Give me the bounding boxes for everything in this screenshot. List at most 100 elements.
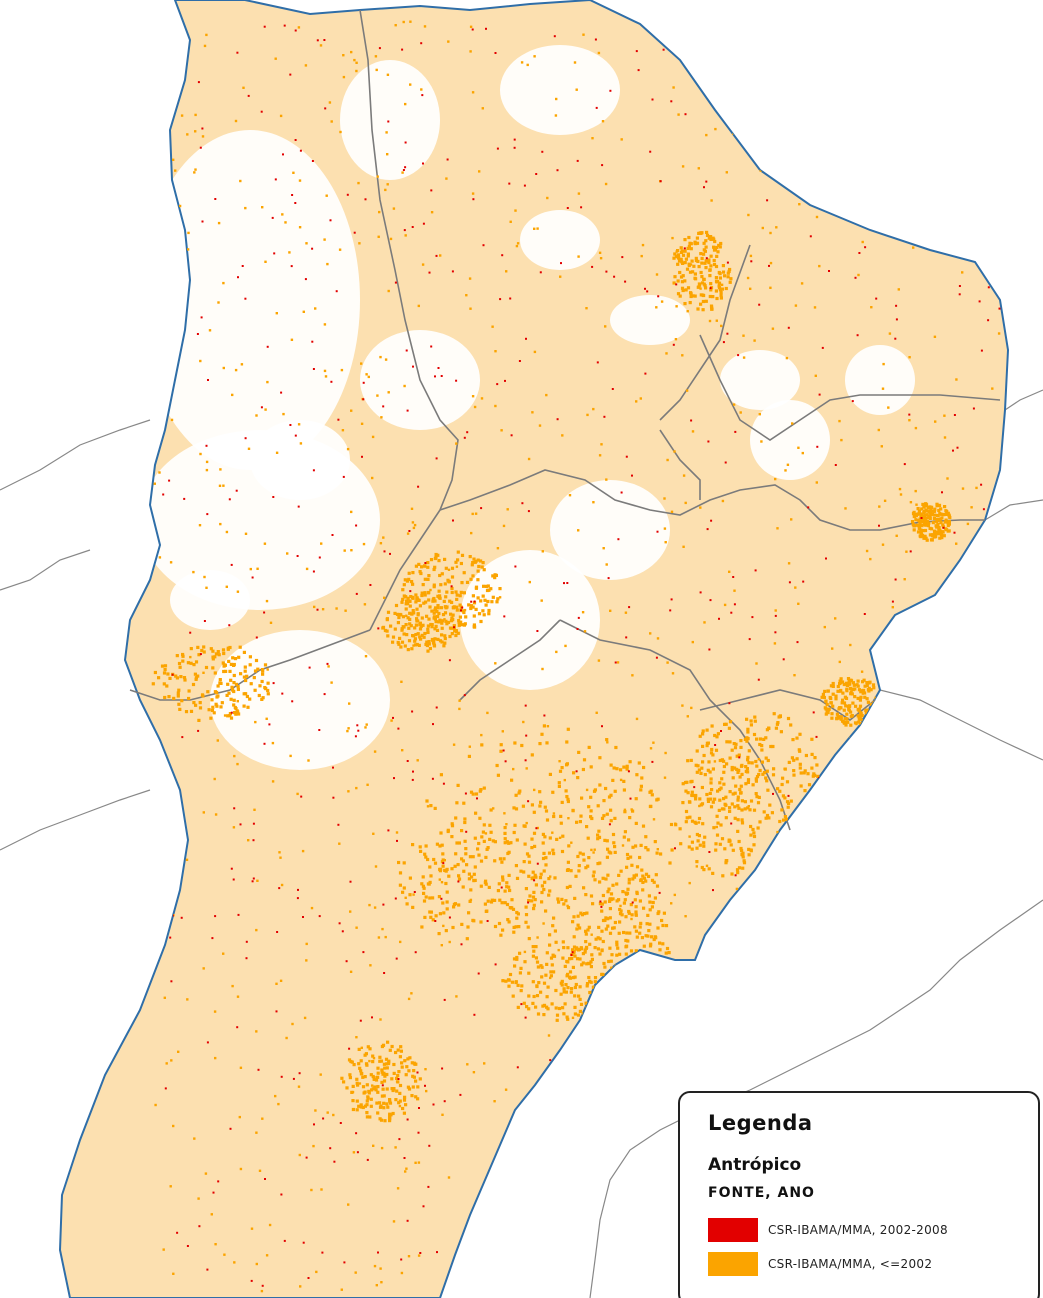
antropico-old-point [407,1087,412,1091]
antropico-old-point [411,521,415,524]
antropico-old-point [880,445,883,448]
antropico-old-point [342,1080,346,1084]
antropico-old-point [429,915,433,919]
antropico-old-point [575,927,579,931]
antropico-recent-point [958,293,961,296]
antropico-old-point [598,756,602,760]
antropico-recent-point [939,1041,941,1044]
antropico-old-point [213,1010,217,1013]
antropico-old-point [454,590,458,594]
antropico-old-point [765,813,770,818]
antropico-old-point [413,643,417,647]
antropico-old-point [174,169,177,172]
antropico-recent-point [596,361,599,364]
antropico-old-point [411,596,415,600]
antropico-old-point [593,878,597,882]
antropico-recent-point [294,29,297,32]
antropico-old-point [641,1015,644,1019]
antropico-old-point [179,675,183,679]
antropico-old-point [723,802,727,806]
antropico-recent-point [271,216,274,219]
antropico-old-point [642,987,646,991]
antropico-recent-point [341,930,344,933]
antropico-old-point [404,595,408,599]
antropico-old-point [634,844,638,848]
antropico-old-point [859,717,863,721]
antropico-old-point [424,600,428,604]
antropico-old-point [602,799,606,803]
antropico-old-point [631,845,635,849]
antropico-old-point [834,77,838,81]
antropico-old-point [430,211,434,214]
antropico-old-point [162,682,166,686]
antropico-old-point [401,588,405,592]
antropico-recent-point [181,736,184,739]
antropico-old-point [376,1085,380,1089]
antropico-old-point [542,869,546,873]
antropico-old-point [469,307,472,310]
antropico-recent-point [987,319,990,322]
antropico-old-point [937,880,940,883]
antropico-old-point [617,1159,620,1162]
antropico-old-point [429,622,433,627]
antropico-old-point [558,836,562,839]
antropico-old-point [214,813,218,816]
antropico-recent-point [852,991,855,994]
antropico-recent-point [527,510,530,513]
antropico-old-point [799,771,803,775]
antropico-recent-point [476,797,478,800]
antropico-old-point [607,795,612,799]
antropico-old-point [425,799,429,803]
antropico-recent-point [432,1103,435,1106]
antropico-old-point [468,855,472,859]
antropico-recent-point [189,631,192,634]
antropico-old-point [855,887,858,890]
antropico-old-point [926,524,930,528]
antropico-old-point [665,946,670,951]
antropico-old-point [442,911,446,915]
antropico-old-point [596,837,600,841]
antropico-old-point [928,861,932,864]
antropico-old-point [198,524,202,527]
antropico-old-point [950,233,953,236]
antropico-old-point [265,1254,269,1257]
antropico-old-point [554,940,558,944]
antropico-old-point [232,681,236,685]
antropico-old-point [611,897,615,901]
antropico-recent-point [854,276,857,279]
antropico-old-point [912,524,916,528]
antropico-old-point [793,674,796,677]
antropico-old-point [455,593,459,597]
antropico-old-point [589,894,594,898]
antropico-old-point [787,760,791,764]
antropico-old-point [848,682,852,686]
antropico-old-point [736,798,740,802]
antropico-recent-point [709,76,712,79]
antropico-old-point [498,587,502,591]
antropico-old-point [477,564,481,569]
antropico-recent-point [875,297,878,300]
antropico-recent-point [669,609,672,612]
antropico-old-point [716,821,720,825]
antropico-old-point [158,471,161,474]
antropico-old-point [553,929,557,933]
antropico-recent-point [513,138,516,141]
antropico-recent-point [847,799,850,802]
antropico-old-point [930,116,933,120]
antropico-old-point [858,698,862,702]
antropico-old-point [365,1115,369,1119]
antropico-old-point [457,623,461,627]
antropico-recent-point [318,915,321,918]
antropico-old-point [380,1068,384,1072]
antropico-old-point [693,294,697,298]
antropico-recent-point [941,491,943,494]
antropico-old-point [462,623,466,627]
antropico-old-point [546,196,549,200]
antropico-recent-point [164,1087,167,1090]
antropico-recent-point [997,753,1000,756]
antropico-old-point [636,963,640,967]
antropico-recent-point [443,1100,446,1103]
antropico-old-point [281,213,284,216]
